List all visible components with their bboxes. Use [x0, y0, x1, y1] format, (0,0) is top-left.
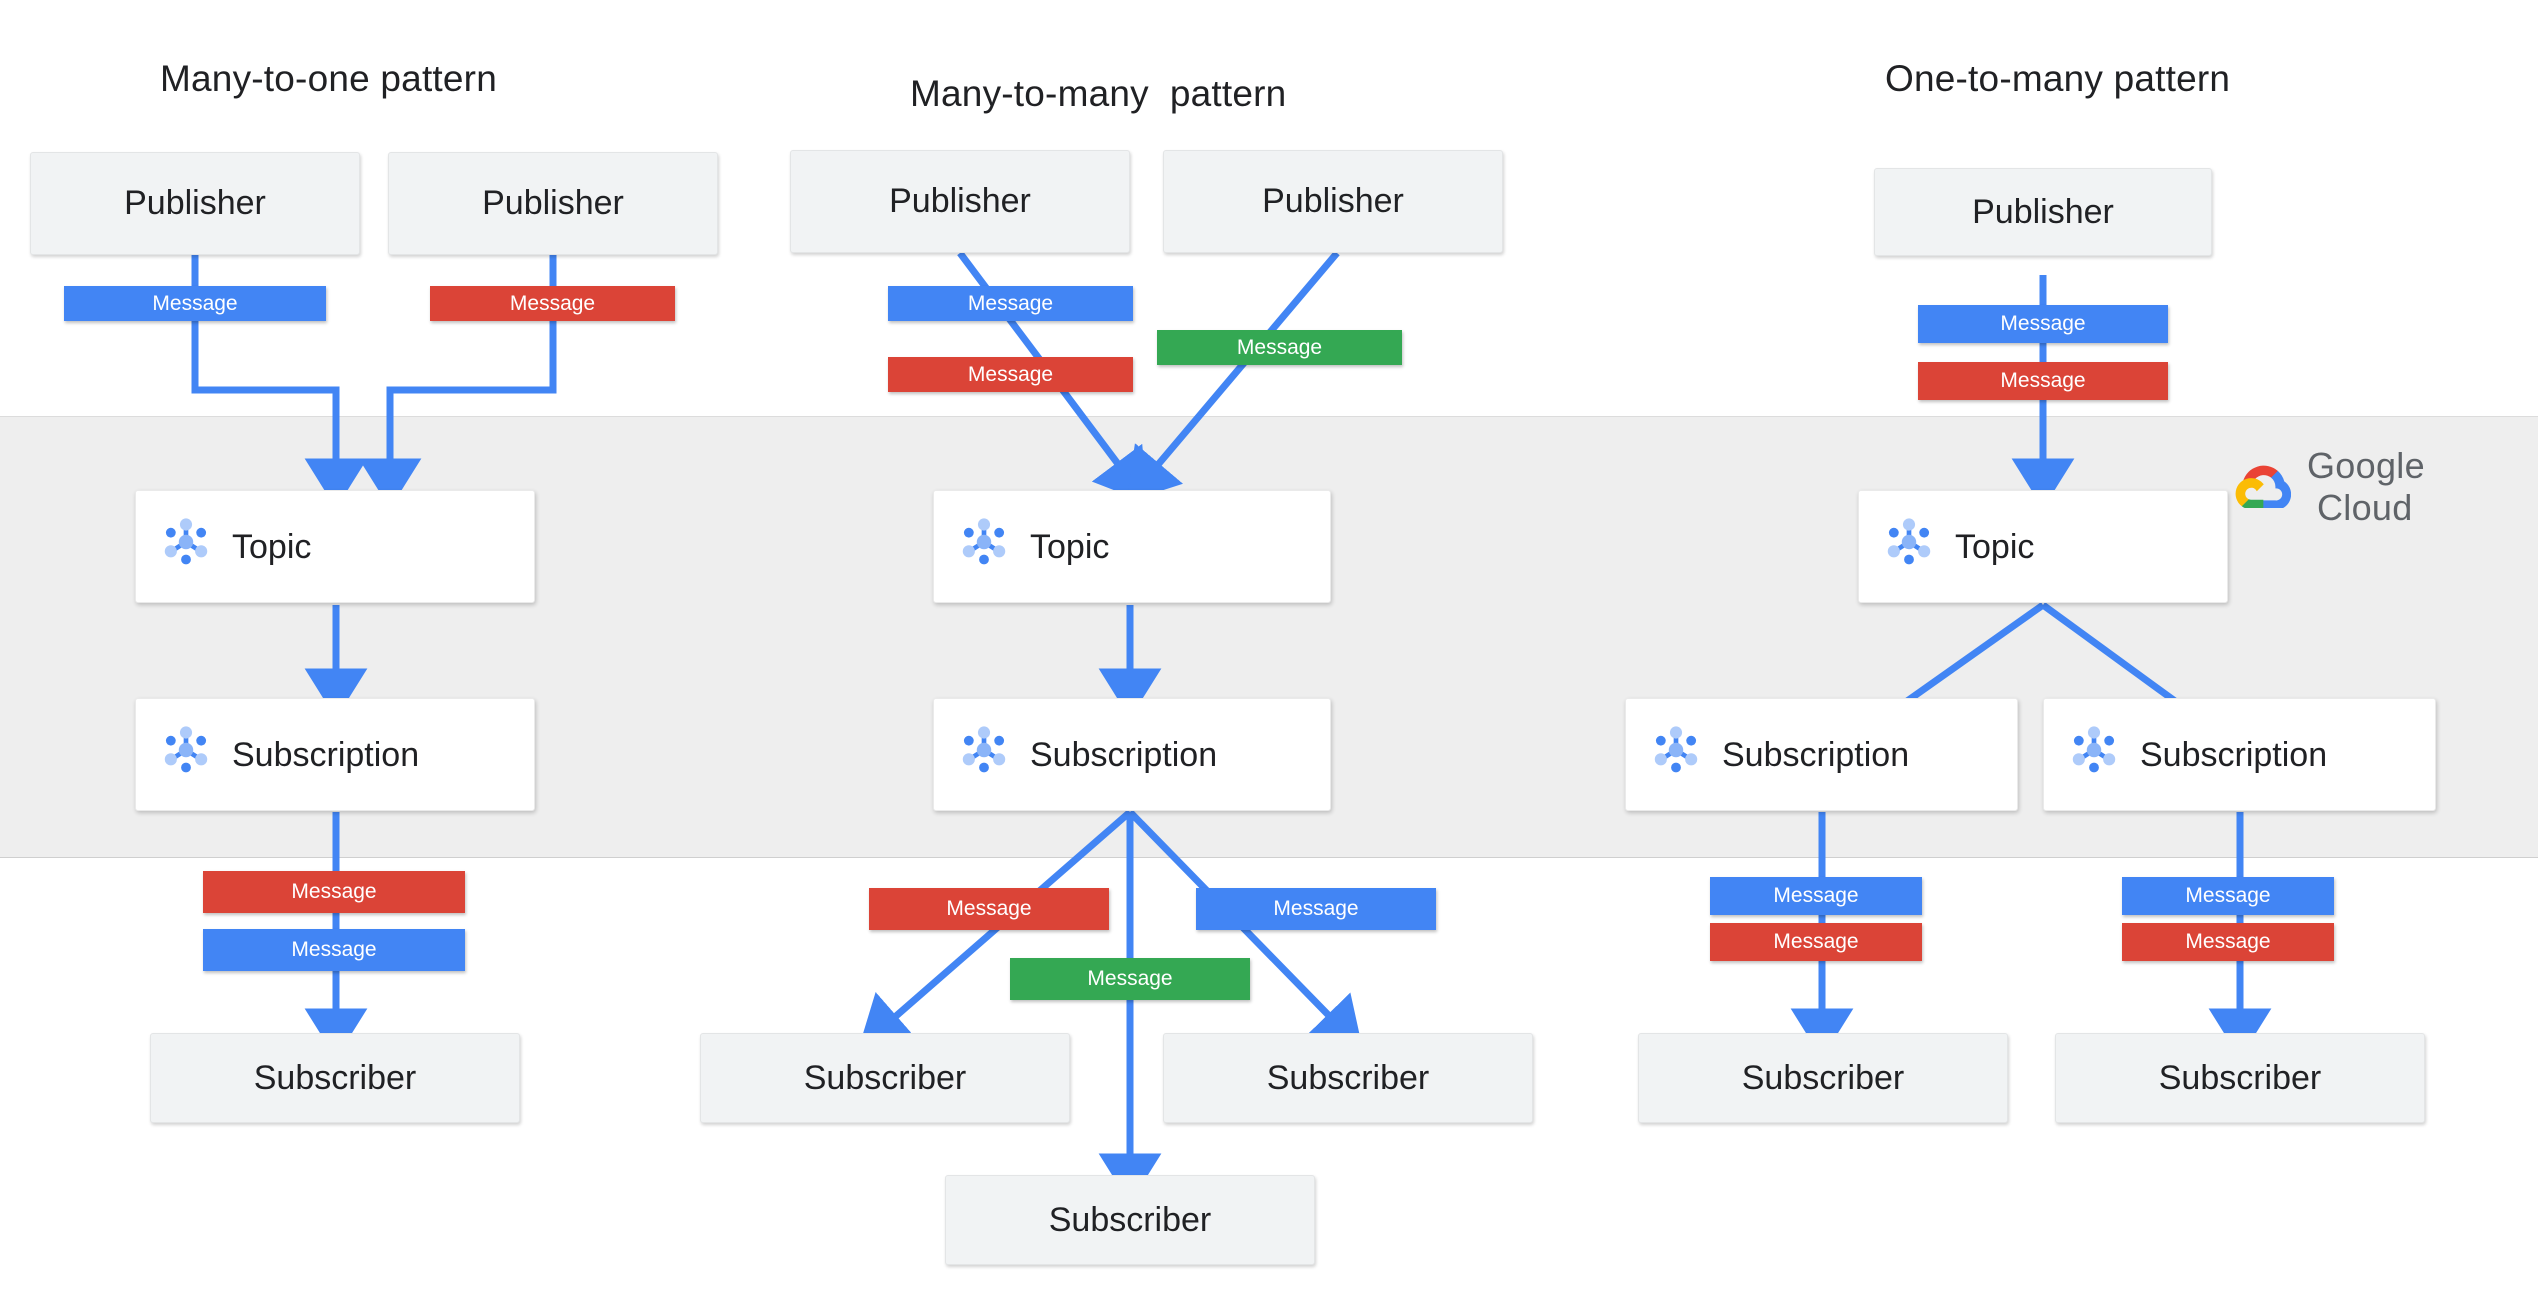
google-cloud-logo-icon [2235, 462, 2292, 513]
publisher-box[interactable]: Publisher [790, 150, 1130, 253]
message-chip: Message [203, 871, 465, 913]
subscriber-box[interactable]: Subscriber [1163, 1033, 1533, 1123]
message-label: Message [967, 291, 1054, 315]
subscription-box[interactable]: Subscription [135, 698, 535, 811]
message-chip: Message [888, 357, 1133, 392]
subscription-box[interactable]: Subscription [1625, 698, 2018, 811]
subscription-label: Subscription [1722, 735, 1910, 774]
message-chip: Message [888, 286, 1133, 321]
pubsub-node-graph-icon [158, 722, 214, 787]
message-chip: Message [1157, 330, 1402, 365]
column-title-many-to-many: Many-to-many pattern [910, 73, 1287, 114]
message-label: Message [2000, 312, 2086, 335]
message-label: Message [967, 362, 1054, 386]
message-label: Message [291, 938, 377, 961]
topic-label: Topic [1955, 527, 2035, 566]
subscriber-label: Subscriber [1741, 1058, 1905, 1097]
pubsub-node-graph-icon [2066, 722, 2122, 787]
subscription-box[interactable]: Subscription [933, 698, 1331, 811]
message-label: Message [2185, 884, 2271, 907]
subscriber-label: Subscriber [253, 1058, 417, 1097]
message-label: Message [152, 291, 238, 315]
pubsub-node-graph-icon [956, 722, 1012, 787]
topic-label: Topic [1030, 527, 1110, 566]
pubsub-node-graph-icon [1648, 722, 1704, 787]
topic-box[interactable]: Topic [1858, 490, 2228, 603]
message-chip: Message [869, 888, 1109, 930]
pubsub-node-graph-icon [956, 514, 1012, 579]
message-chip: Message [430, 286, 675, 321]
pubsub-node-graph-icon [1881, 514, 1937, 579]
message-label: Message [509, 291, 596, 315]
message-chip: Message [1196, 888, 1436, 930]
message-chip: Message [1918, 362, 2168, 400]
column-title-one-to-many: One-to-many pattern [1885, 58, 2231, 99]
message-label: Message [1236, 335, 1323, 359]
message-chip: Message [1710, 923, 1922, 961]
topic-label: Topic [232, 527, 312, 566]
message-label: Message [1087, 967, 1173, 990]
subscription-box[interactable]: Subscription [2043, 698, 2436, 811]
subscriber-box[interactable]: Subscriber [150, 1033, 520, 1123]
subscriber-label: Subscriber [2158, 1058, 2322, 1097]
message-label: Message [1273, 897, 1359, 920]
google-cloud-logo: Google Cloud [2235, 445, 2538, 529]
message-label: Message [2185, 930, 2271, 953]
message-chip: Message [1010, 958, 1250, 1000]
publisher-label: Publisher [1972, 192, 2114, 231]
publisher-label: Publisher [124, 184, 266, 222]
message-label: Message [1773, 930, 1859, 953]
subscription-label: Subscription [232, 735, 420, 774]
publisher-label: Publisher [482, 184, 624, 222]
publisher-label: Publisher [1262, 182, 1404, 220]
publisher-box[interactable]: Publisher [1163, 150, 1503, 253]
message-chip: Message [2122, 923, 2334, 961]
subscriber-box[interactable]: Subscriber [1638, 1033, 2008, 1123]
subscription-label: Subscription [1030, 735, 1218, 774]
topic-box[interactable]: Topic [135, 490, 535, 603]
message-chip: Message [1918, 305, 2168, 343]
message-chip: Message [1710, 877, 1922, 915]
message-label: Message [1773, 884, 1859, 907]
subscriber-label: Subscriber [1048, 1200, 1212, 1239]
subscription-label: Subscription [2140, 735, 2328, 774]
publisher-box[interactable]: Publisher [1874, 168, 2212, 256]
subscriber-label: Subscriber [803, 1058, 967, 1097]
publisher-box[interactable]: Publisher [388, 152, 718, 255]
message-label: Message [291, 880, 377, 903]
message-label: Message [946, 897, 1032, 920]
subscriber-label: Subscriber [1266, 1058, 1430, 1097]
google-cloud-logo-text: Google Cloud [2307, 445, 2538, 529]
subscriber-box[interactable]: Subscriber [2055, 1033, 2425, 1123]
logo-word-cloud: Cloud [2317, 487, 2413, 528]
publisher-box[interactable]: Publisher [30, 152, 360, 255]
pubsub-node-graph-icon [158, 514, 214, 579]
column-title-many-to-one: Many-to-one pattern [160, 58, 497, 99]
message-chip: Message [2122, 877, 2334, 915]
topic-box[interactable]: Topic [933, 490, 1331, 603]
subscriber-box[interactable]: Subscriber [700, 1033, 1070, 1123]
subscriber-box[interactable]: Subscriber [945, 1175, 1315, 1265]
logo-word-google: Google [2307, 445, 2425, 486]
message-label: Message [2000, 369, 2086, 392]
message-chip: Message [203, 929, 465, 971]
message-chip: Message [64, 286, 326, 321]
publisher-label: Publisher [889, 182, 1031, 220]
